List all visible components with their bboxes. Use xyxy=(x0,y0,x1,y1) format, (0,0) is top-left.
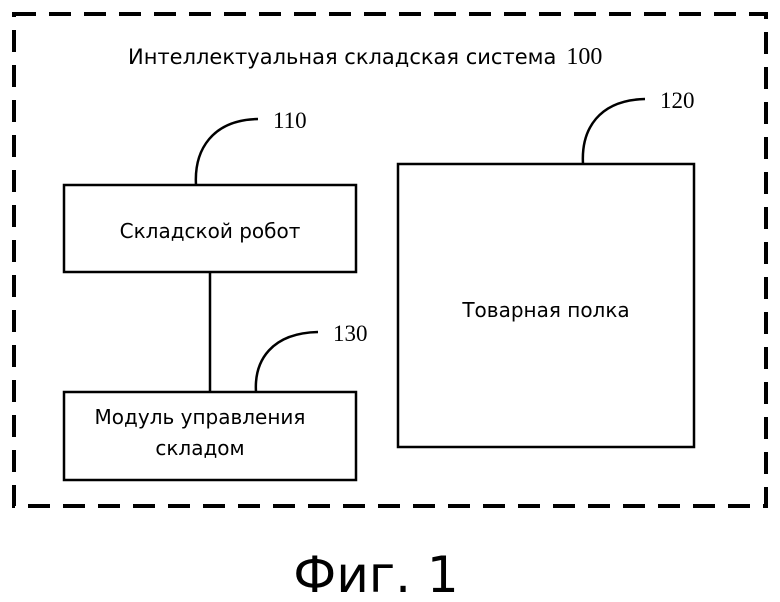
control-label-line1: Модуль управления xyxy=(95,405,306,429)
robot-ref: 110 xyxy=(273,108,307,133)
control-leader-line xyxy=(256,332,318,392)
control-label-line2: складом xyxy=(155,436,244,460)
system-ref: 100 xyxy=(566,44,602,70)
system-title-group: Интеллектуальная складская система 100 xyxy=(128,44,602,70)
robot-label: Складской робот xyxy=(120,219,301,243)
shelf-leader-line xyxy=(583,99,645,164)
system-boundary xyxy=(14,14,766,506)
system-title: Интеллектуальная складская система xyxy=(128,45,556,69)
control-ref: 130 xyxy=(333,321,368,346)
robot-leader-line xyxy=(196,119,258,185)
shelf-ref: 120 xyxy=(660,88,695,113)
figure-caption: Фиг. 1 xyxy=(293,546,458,602)
shelf-label: Товарная полка xyxy=(461,298,629,322)
